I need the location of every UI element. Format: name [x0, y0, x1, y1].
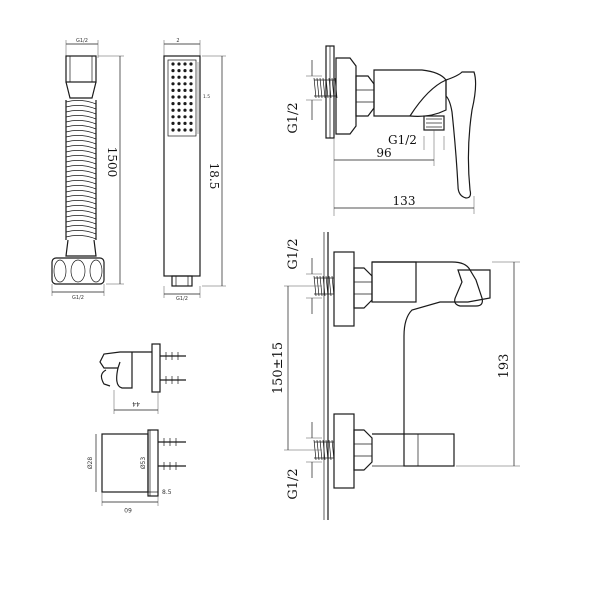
- shower-hose: G1/2 G1/2 1500: [51, 38, 124, 301]
- mixer-top-view: G1/2 G1/2 96 133: [286, 45, 477, 216]
- holder-diameter-inner: Ø53: [140, 457, 147, 470]
- holder-front-view: Ø28 Ø53 60 8.5: [87, 429, 186, 513]
- mixer-front-inlet-top: G1/2: [286, 238, 301, 269]
- mixer-top-inlet-label: G1/2: [286, 102, 301, 133]
- mixer-front-view: G1/2 150±15 G1/2 193: [271, 232, 520, 520]
- mixer-top-outlet-label: G1/2: [388, 133, 417, 147]
- holder-side-view: 44: [99, 343, 186, 414]
- hose-top-label: G1/2: [76, 38, 88, 44]
- mixer-front-height: 193: [497, 354, 512, 379]
- holder-diameter-outer: Ø28: [87, 457, 94, 470]
- handshower-bottom-label: G1/2: [176, 296, 188, 302]
- handshower-top-label: 2: [176, 38, 179, 44]
- hand-shower: 2 1.5 G1/2 18.5: [163, 38, 226, 302]
- mixer-front-centers: 150±15: [271, 342, 286, 394]
- handshower-length-label: 18.5: [207, 163, 221, 190]
- mixer-top-depth-outlet: 96: [376, 146, 391, 160]
- holder-offset-label: 8.5: [162, 489, 172, 496]
- mixer-front-inlet-bottom: G1/2: [286, 468, 301, 499]
- holder-width-label: 60: [124, 506, 132, 513]
- holder-depth-label: 44: [132, 400, 140, 407]
- hose-coils: [65, 100, 97, 240]
- hose-length-label: 1500: [105, 147, 119, 178]
- mixer-top-depth-total: 133: [393, 194, 416, 208]
- hose-bottom-label: G1/2: [72, 295, 84, 301]
- inlet-thread: [313, 77, 338, 99]
- handshower-side-label: 1.5: [203, 94, 210, 100]
- spray-nozzles: [171, 62, 193, 132]
